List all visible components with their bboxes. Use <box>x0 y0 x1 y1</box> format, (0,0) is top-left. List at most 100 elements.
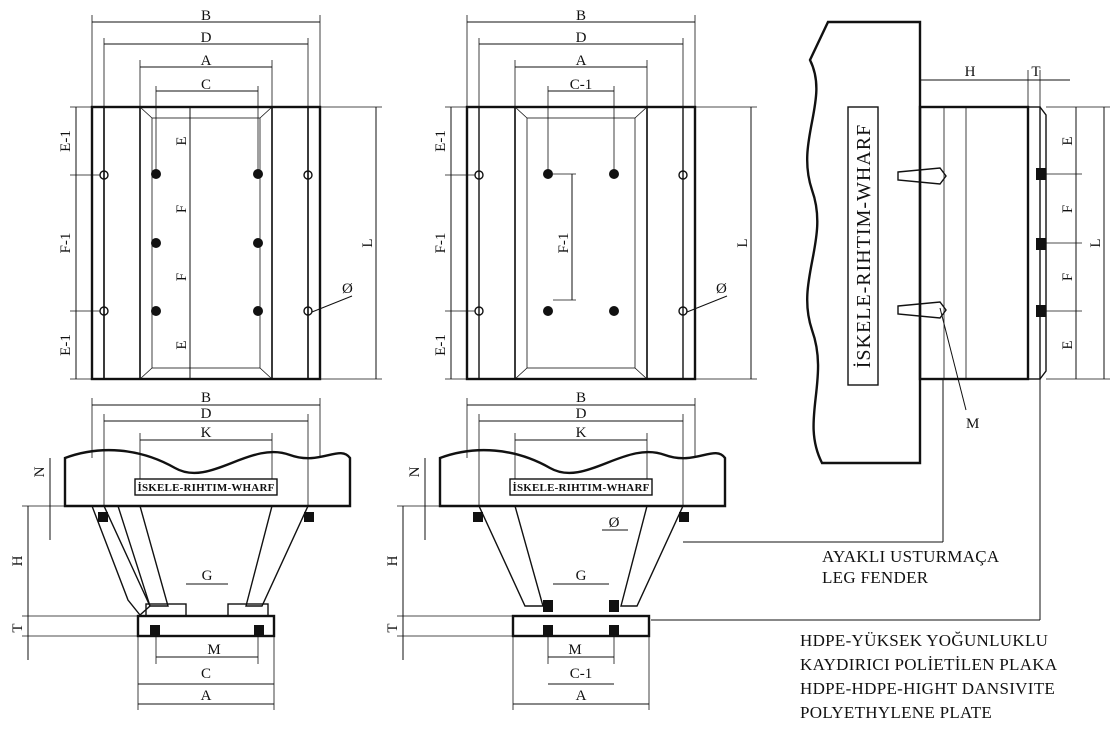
wharf-label-horizontal: İSKELE-RIHTIM-WHARF <box>512 482 649 494</box>
dim-label-G: G <box>576 568 587 584</box>
dim-label-E1: E-1 <box>58 130 74 152</box>
wharf-label-vertical: İSKELE-RIHTIM-WHARF <box>852 124 875 369</box>
bolt <box>543 169 553 179</box>
wharf-label-horizontal: İSKELE-RIHTIM-WHARF <box>137 482 274 494</box>
bolt <box>253 306 263 316</box>
wharf-wall-plan <box>438 449 727 508</box>
bolt <box>609 169 619 179</box>
fender-leg-right <box>620 505 685 607</box>
note-leg-fender-tr: AYAKLI USTURMAÇA <box>822 547 1000 566</box>
bolt <box>151 306 161 316</box>
dim-label-D: D <box>576 30 587 46</box>
dim-label-N: N <box>32 466 48 477</box>
fender-leg-left <box>477 505 544 607</box>
dim-label-G: G <box>202 568 213 584</box>
dim-label-B: B <box>201 8 211 24</box>
dim-label-E1: E-1 <box>433 334 449 356</box>
bolt <box>151 169 161 179</box>
dim-label-A: A <box>576 53 587 69</box>
dim-label-L: L <box>735 238 751 247</box>
anchor-hole <box>303 170 313 180</box>
bolt <box>543 306 553 316</box>
hdpe-plate-plan <box>136 614 276 638</box>
dim-label-T: T <box>385 623 401 632</box>
dim-label-A: A <box>576 688 587 704</box>
dim-label-K: K <box>576 425 587 441</box>
dim-label-F1: F-1 <box>433 233 449 254</box>
dim-label-B: B <box>201 390 211 406</box>
wharf-label-box <box>847 106 879 386</box>
dim-label-N: N <box>407 466 423 477</box>
dim-label-F: F <box>1060 273 1076 281</box>
side-pad-right <box>271 106 309 380</box>
note-hdpe-2: KAYDIRICI POLİETİLEN PLAKA <box>800 655 1058 674</box>
dim-label-T: T <box>10 623 26 632</box>
wharf-label-box <box>134 478 278 496</box>
dim-label-phi: Ø <box>342 281 353 297</box>
hdpe-plate-front <box>139 106 273 380</box>
note-hdpe-1: HDPE-YÜKSEK YOĞUNLUKLU <box>800 631 1048 650</box>
anchor-hole <box>303 306 313 316</box>
dim-label-F: F <box>1060 205 1076 213</box>
dim-label-phi: Ø <box>716 281 727 297</box>
dim-label-A: A <box>201 688 212 704</box>
dim-label-B: B <box>576 8 586 24</box>
side-view: İSKELE-RIHTIM-WHARF M H T E F F E L <box>806 20 1110 465</box>
anchor-bolt <box>897 167 947 185</box>
dim-label-F1: F-1 <box>556 233 572 254</box>
fender-leg-right <box>245 505 310 607</box>
anchor-hole <box>678 170 688 180</box>
bolt <box>151 238 161 248</box>
fender-leg-left <box>102 505 169 607</box>
note-hdpe-4: POLYETHYLENE PLATE <box>800 703 992 722</box>
bolt <box>253 169 263 179</box>
dim-label-T: T <box>1031 64 1040 80</box>
note-leg-fender-en: LEG FENDER <box>822 568 929 587</box>
dim-label-C: C <box>201 666 211 682</box>
plan-view-left: İSKELE-RIHTIM-WHARF B D K G M C A H T N <box>10 390 352 710</box>
dim-label-M: M <box>207 642 220 658</box>
front-view-middle: B D A C-1 E-1 F-1 E-1 F-1 L Ø <box>433 8 757 381</box>
dim-label-F: F <box>174 273 190 281</box>
wharf-label-box <box>509 478 653 496</box>
dim-label-D: D <box>201 30 212 46</box>
dim-label-F1: F-1 <box>58 233 74 254</box>
side-pad-right <box>646 106 684 380</box>
dim-label-K: K <box>201 425 212 441</box>
side-pad-left <box>103 106 141 380</box>
dim-label-D: D <box>201 406 212 422</box>
dim-label-F: F <box>174 205 190 213</box>
plan-view-middle: İSKELE-RIHTIM-WHARF B D K G Ø M C-1 A H … <box>385 390 727 710</box>
dim-label-E: E <box>1060 340 1076 349</box>
dim-label-C1: C-1 <box>570 666 593 682</box>
dim-label-A: A <box>201 53 212 69</box>
fender-outer-frame <box>465 105 697 381</box>
bolt <box>609 306 619 316</box>
dim-label-L: L <box>1088 238 1104 247</box>
dim-label-C1: C-1 <box>570 77 593 93</box>
dim-label-L: L <box>360 238 376 247</box>
note-hdpe-3: HDPE-HDPE-HIGHT DANSIVITE <box>800 679 1055 698</box>
dim-label-E1: E-1 <box>433 130 449 152</box>
dim-label-E: E <box>174 136 190 145</box>
fender-body-side <box>918 105 1030 381</box>
hdpe-plate-plan <box>511 614 651 638</box>
side-pad-left <box>478 106 516 380</box>
dim-label-C: C <box>201 77 211 93</box>
hdpe-plate-front <box>514 106 648 380</box>
dim-label-E1: E-1 <box>58 334 74 356</box>
dim-label-E: E <box>1060 136 1076 145</box>
anchor-hole <box>678 306 688 316</box>
dim-label-D: D <box>576 406 587 422</box>
dim-label-B: B <box>576 390 586 406</box>
dim-label-H: H <box>965 64 976 80</box>
dim-label-phi: Ø <box>609 515 620 531</box>
wharf-wall-plan <box>63 449 352 508</box>
dim-label-E: E <box>174 340 190 349</box>
wharf-wall-side <box>806 20 922 465</box>
dim-label-M: M <box>568 642 581 658</box>
anchor-bolt <box>897 301 947 319</box>
front-view-left: B D A C E-1 F-1 E-1 E F F E L Ø <box>58 8 382 381</box>
callouts: AYAKLI USTURMAÇA LEG FENDER HDPE-YÜKSEK … <box>651 379 1058 722</box>
